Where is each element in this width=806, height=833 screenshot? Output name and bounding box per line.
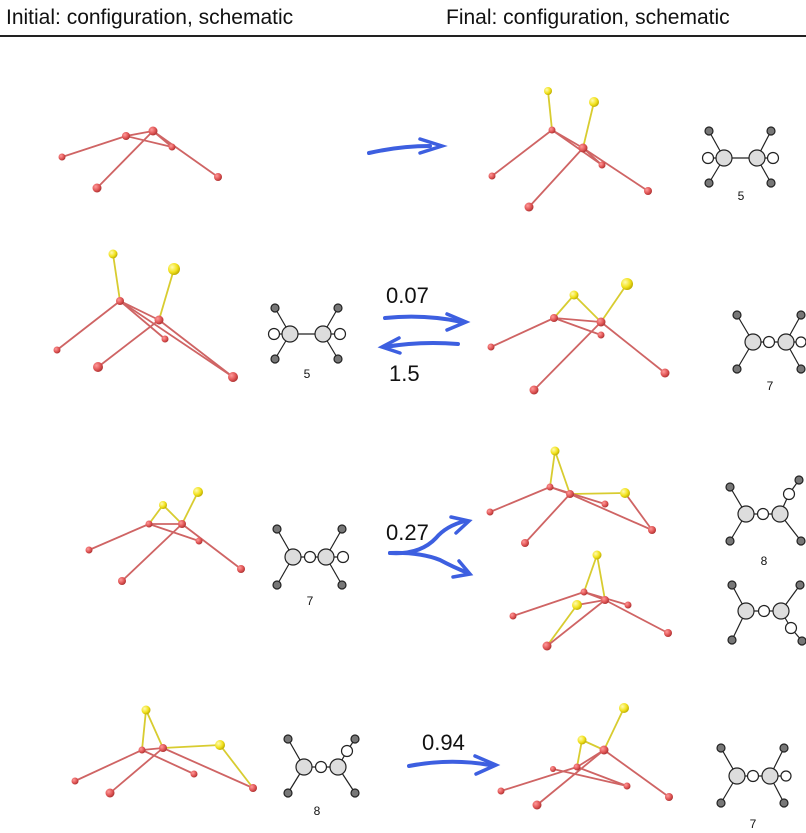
row-2-forward-rate: 0.07 [386, 283, 429, 308]
row-3-final-schematic-a-label: 8 [761, 554, 768, 568]
row-3-branching-arrow [388, 515, 474, 579]
row-2-final-schematic-label: 7 [767, 379, 774, 393]
row-3-rate: 0.27 [386, 520, 429, 545]
row-1-forward-arrow [367, 137, 448, 155]
initial-column-header: Initial: configuration, schematic [6, 6, 294, 29]
row-2-initial-schematic [267, 303, 347, 364]
row-2-equilibrium-arrows [377, 312, 471, 355]
row-4-final-schematic-label: 7 [750, 817, 757, 831]
row-3-initial-schematic-label: 7 [307, 594, 314, 608]
row-2-reverse-rate: 1.5 [389, 361, 420, 386]
row-4-initial-schematic-label: 8 [314, 804, 321, 818]
row-2-initial-configuration [53, 249, 238, 382]
row-2-final-configuration [487, 278, 670, 395]
row-2-final-schematic [732, 310, 806, 374]
row-1-initial-configuration [58, 126, 222, 193]
row-1-final-schematic [701, 126, 780, 188]
final-column-header: Final: configuration, schematic [446, 6, 730, 29]
row-4-initial-schematic [283, 734, 360, 798]
row-3-final-configuration-b [509, 550, 672, 651]
row-4-final-schematic [716, 743, 792, 808]
row-3-initial-schematic [272, 524, 350, 590]
row-2-initial-schematic-label: 5 [304, 367, 311, 381]
row-3-final-configuration-a [486, 446, 656, 547]
header-rule [0, 35, 806, 37]
row-3-final-schematic-a [725, 475, 806, 546]
row-4-rate: 0.94 [422, 730, 465, 755]
row-3-initial-configuration [85, 487, 245, 585]
row-3-final-schematic-b [727, 580, 806, 646]
row-4-initial-configuration [71, 705, 257, 798]
row-1-final-schematic-label: 5 [738, 189, 745, 203]
row-4-final-configuration [497, 703, 673, 810]
row-1-final-configuration [488, 87, 652, 212]
row-4-forward-arrow [407, 754, 501, 776]
